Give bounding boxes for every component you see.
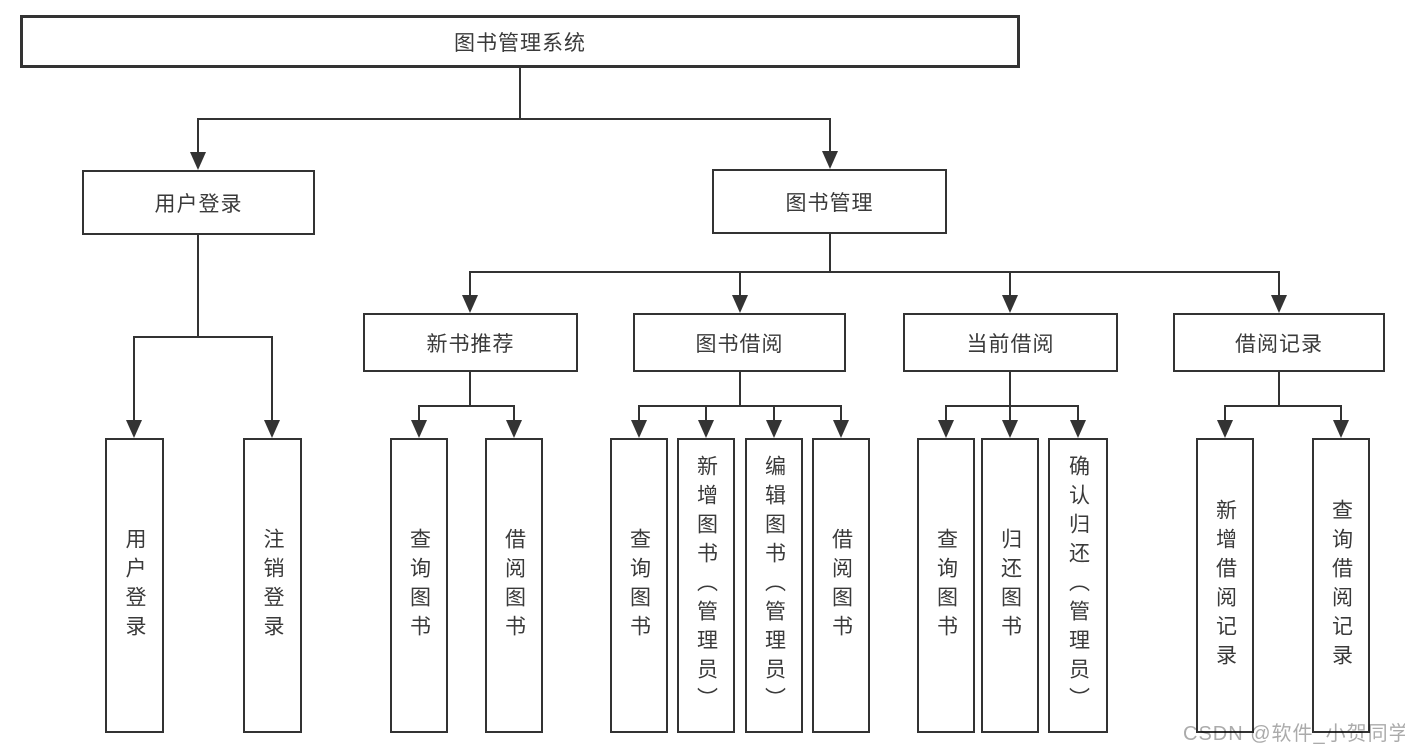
arrow-down-icon — [1070, 420, 1086, 438]
arrow-down-icon — [833, 420, 849, 438]
node-label: 图书管理 — [785, 191, 874, 215]
connector-line — [418, 405, 515, 407]
node-label: 编辑图书（管理员） — [762, 455, 786, 716]
arrow-down-icon — [506, 420, 522, 438]
connector-line — [418, 406, 420, 422]
node-label: 借阅图书 — [829, 527, 853, 644]
node-label: 用户登录 — [123, 527, 146, 644]
arrow-down-icon — [938, 420, 954, 438]
node-label: 确认归还（管理员） — [1066, 455, 1090, 716]
node-leaf-borrow-query-book: 查询图书 — [610, 438, 668, 733]
node-leaf-borrow-book: 借阅图书 — [812, 438, 870, 733]
connector-line — [197, 119, 199, 154]
node-label: 归还图书 — [998, 527, 1022, 644]
node-label: 图书管理系统 — [454, 31, 586, 55]
connector-line — [1009, 371, 1011, 407]
arrow-down-icon — [732, 295, 748, 313]
node-leaf-add-borrow-record: 新增借阅记录 — [1196, 438, 1254, 733]
node-leaf-recommend-borrow-book: 借阅图书 — [485, 438, 543, 733]
arrow-down-icon — [1002, 420, 1018, 438]
connector-line — [1224, 406, 1226, 422]
node-label: 注销登录 — [261, 527, 284, 644]
arrow-down-icon — [1217, 420, 1233, 438]
node-label: 查询图书 — [407, 527, 431, 644]
arrow-down-icon — [631, 420, 647, 438]
connector-line — [945, 405, 1079, 407]
connector-line — [705, 406, 707, 422]
connector-line — [133, 336, 273, 338]
node-leaf-add-book-admin: 新增图书（管理员） — [677, 438, 735, 733]
node-label: 查询图书 — [934, 527, 958, 644]
arrow-down-icon — [411, 420, 427, 438]
connector-line — [739, 272, 741, 297]
node-new-book-recommend: 新书推荐 — [363, 313, 578, 372]
connector-line — [829, 234, 831, 273]
arrow-down-icon — [698, 420, 714, 438]
node-leaf-current-query-book: 查询图书 — [917, 438, 975, 733]
connector-line — [469, 371, 471, 407]
node-leaf-query-borrow-record: 查询借阅记录 — [1312, 438, 1370, 733]
connector-line — [513, 406, 515, 422]
connector-line — [197, 118, 831, 120]
arrow-down-icon — [1271, 295, 1287, 313]
arrow-down-icon — [1002, 295, 1018, 313]
watermark: CSDN @软件_小贺同学 — [1183, 723, 1405, 745]
node-label: 查询借阅记录 — [1329, 498, 1353, 673]
connector-line — [840, 406, 842, 422]
node-label: 新增图书（管理员） — [694, 455, 718, 716]
node-leaf-logout: 注销登录 — [243, 438, 302, 733]
node-book-management: 图书管理 — [712, 169, 947, 234]
connector-line — [469, 272, 471, 297]
connector-line — [1009, 406, 1011, 422]
connector-line — [1009, 272, 1011, 297]
connector-line — [197, 234, 199, 338]
node-label: 图书借阅 — [695, 332, 784, 356]
connector-line — [829, 119, 831, 153]
arrow-down-icon — [766, 420, 782, 438]
arrow-down-icon — [822, 151, 838, 169]
node-label: 借阅图书 — [502, 527, 526, 644]
node-label: 新书推荐 — [426, 332, 515, 356]
connector-line — [1278, 272, 1280, 297]
connector-line — [1340, 406, 1342, 422]
arrow-down-icon — [126, 420, 142, 438]
arrow-down-icon — [264, 420, 280, 438]
connector-line — [638, 405, 842, 407]
connector-line — [133, 337, 135, 422]
arrow-down-icon — [190, 152, 206, 170]
connector-line — [1278, 371, 1280, 407]
connector-line — [271, 337, 273, 422]
node-label: 新增借阅记录 — [1213, 498, 1237, 673]
node-leaf-user-login: 用户登录 — [105, 438, 164, 733]
node-label: 查询图书 — [627, 527, 651, 644]
node-leaf-recommend-query-book: 查询图书 — [390, 438, 448, 733]
connector-line — [519, 67, 521, 119]
arrow-down-icon — [1333, 420, 1349, 438]
node-label: 当前借阅 — [966, 332, 1055, 356]
connector-line — [638, 406, 640, 422]
arrow-down-icon — [462, 295, 478, 313]
node-borrow-record: 借阅记录 — [1173, 313, 1385, 372]
connector-line — [773, 406, 775, 422]
node-label: 借阅记录 — [1235, 332, 1323, 356]
node-user-login: 用户登录 — [82, 170, 315, 235]
connector-line — [469, 271, 1280, 273]
connector-line — [945, 406, 947, 422]
connector-line — [1224, 405, 1342, 407]
node-label: 用户登录 — [154, 192, 243, 216]
node-leaf-confirm-return-admin: 确认归还（管理员） — [1048, 438, 1108, 733]
node-leaf-return-book: 归还图书 — [981, 438, 1039, 733]
node-leaf-edit-book-admin: 编辑图书（管理员） — [745, 438, 803, 733]
connector-line — [739, 371, 741, 407]
connector-line — [1077, 406, 1079, 422]
node-current-borrow: 当前借阅 — [903, 313, 1118, 372]
node-book-borrow: 图书借阅 — [633, 313, 846, 372]
node-library-management-system: 图书管理系统 — [20, 15, 1020, 68]
